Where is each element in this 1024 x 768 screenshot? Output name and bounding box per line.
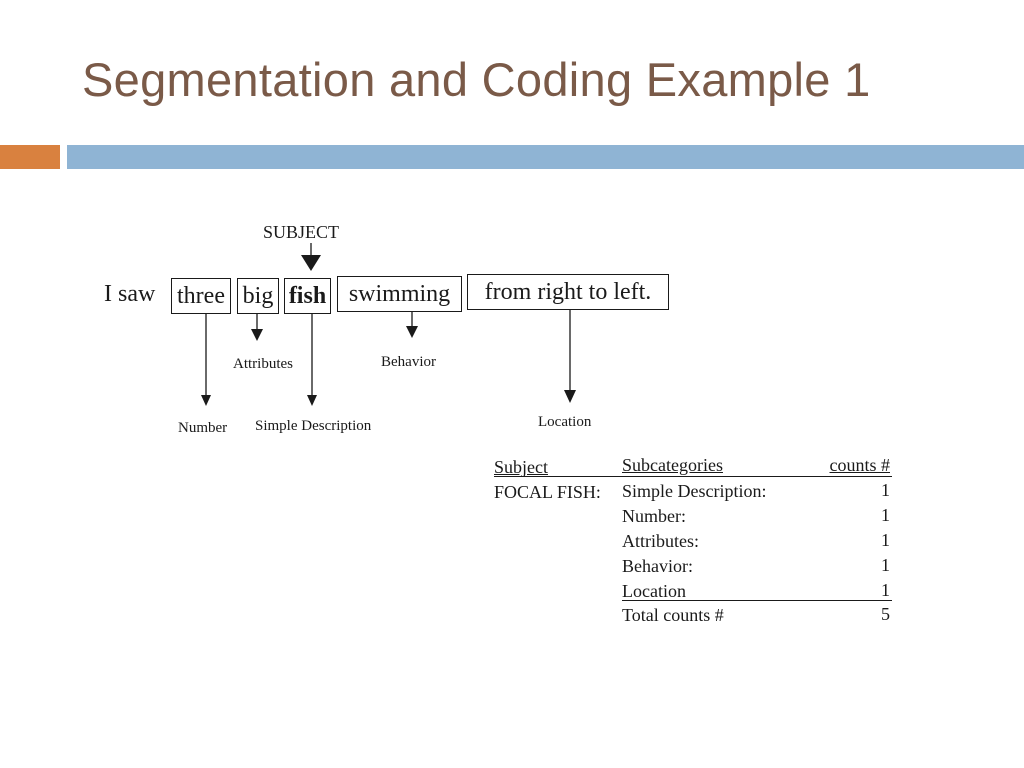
header-subject: Subject bbox=[494, 457, 548, 477]
title-accent-bar bbox=[0, 145, 60, 169]
header-counts: counts # bbox=[829, 455, 891, 475]
row-category: Simple Description: bbox=[622, 481, 767, 501]
row-category: Location bbox=[622, 581, 686, 601]
slide-title: Segmentation and Coding Example 1 bbox=[82, 53, 871, 106]
number-label: Number bbox=[178, 420, 228, 436]
header-subcategories: Subcategories bbox=[622, 455, 723, 475]
coding-table: Subject Subcategories counts # FOCAL FIS… bbox=[494, 454, 894, 634]
segment-box-swimming: swimming bbox=[337, 276, 462, 312]
header-rule bbox=[494, 476, 892, 477]
row-category: Attributes: bbox=[622, 531, 699, 551]
row-category: Behavior: bbox=[622, 556, 693, 576]
behavior-label: Behavior bbox=[381, 354, 436, 370]
segment-box-location: from right to left. bbox=[467, 274, 669, 310]
total-rule bbox=[622, 600, 892, 601]
segment-box-big: big bbox=[237, 278, 279, 314]
attributes-label: Attributes bbox=[233, 356, 293, 372]
subject-arrow-head bbox=[301, 255, 321, 271]
row-count: 1 bbox=[881, 505, 890, 525]
segment-box-fish: fish bbox=[284, 278, 331, 314]
location-label: Location bbox=[538, 414, 592, 430]
simple-description-arrow-head bbox=[307, 395, 317, 406]
title-divider-bar bbox=[67, 145, 1024, 169]
total-count: 5 bbox=[881, 604, 890, 624]
row-count: 1 bbox=[881, 555, 890, 575]
number-arrow-head bbox=[201, 395, 211, 406]
table-subject-value: FOCAL FISH: bbox=[494, 482, 601, 502]
attributes-arrow-head bbox=[251, 329, 263, 341]
row-count: 1 bbox=[881, 480, 890, 500]
subject-label: SUBJECT bbox=[263, 222, 340, 242]
row-count: 1 bbox=[881, 580, 890, 600]
row-count: 1 bbox=[881, 530, 890, 550]
total-label: Total counts # bbox=[622, 605, 724, 625]
segment-box-three: three bbox=[171, 278, 231, 314]
sentence-lead: I saw bbox=[104, 281, 156, 307]
location-arrow-head bbox=[564, 390, 576, 403]
row-category: Number: bbox=[622, 506, 686, 526]
behavior-arrow-head bbox=[406, 326, 418, 338]
simple-description-label: Simple Description bbox=[255, 418, 372, 434]
